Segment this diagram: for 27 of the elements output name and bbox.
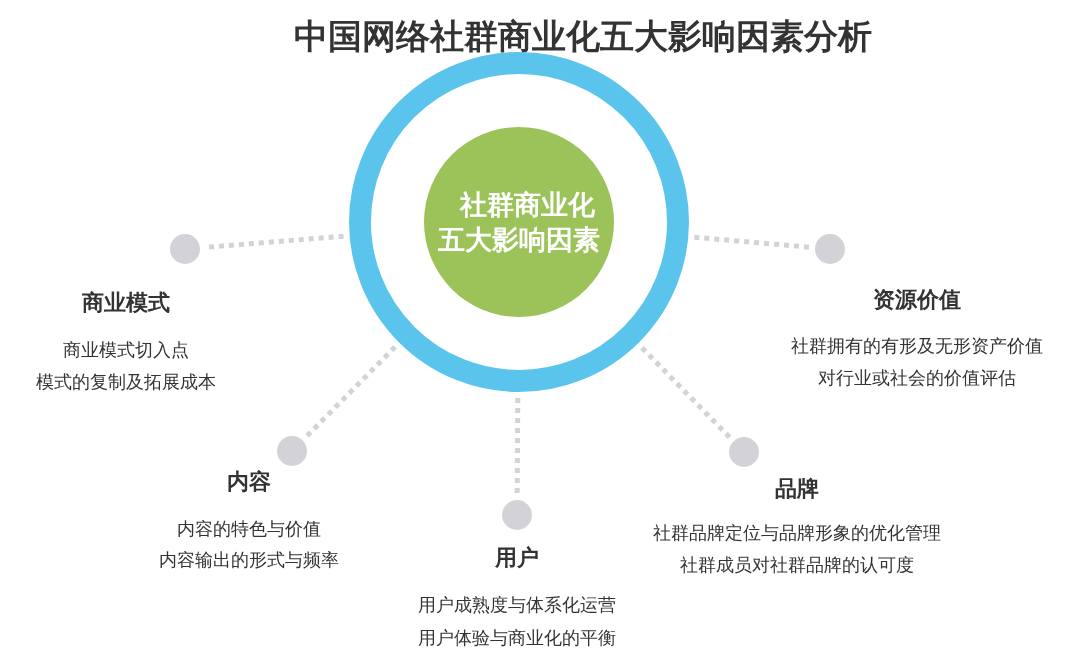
dotted-connector — [640, 346, 733, 441]
factor-heading: 品牌 — [775, 475, 819, 503]
title: 中国网络社群商业化五大影响因素分析 — [293, 15, 873, 58]
dot-circle — [815, 234, 845, 264]
factor-detail: 社群拥有的有形及无形资产价值 — [791, 334, 1043, 358]
dot-circle — [729, 437, 759, 467]
factor-detail: 用户成熟度与体系化运营 — [418, 593, 616, 617]
hub-label: 社群商业化五大影响因素 — [438, 187, 600, 257]
hub-circle — [349, 52, 689, 392]
factor-detail: 模式的复制及拓展成本 — [36, 370, 216, 394]
factor-heading: 内容 — [227, 468, 271, 496]
factor-detail: 社群品牌定位与品牌形象的优化管理 — [653, 521, 941, 545]
dot-circle — [170, 234, 200, 264]
dot-circle — [277, 436, 307, 466]
dotted-connector — [694, 234, 812, 250]
factor-detail: 内容输出的形式与频率 — [159, 548, 339, 572]
factor-detail: 商业模式切入点 — [63, 338, 189, 362]
factor-heading: 用户 — [495, 544, 539, 572]
factor-detail: 内容的特色与价值 — [177, 517, 321, 541]
factor-heading: 资源价值 — [873, 286, 961, 314]
factor-detail: 社群成员对社群品牌的认可度 — [680, 553, 914, 577]
dotted-connector — [303, 345, 397, 440]
factor-detail: 用户体验与商业化的平衡 — [418, 626, 616, 650]
dot-circle — [502, 500, 532, 530]
factor-detail: 对行业或社会的价值评估 — [818, 366, 1016, 390]
dotted-connector — [514, 398, 521, 496]
factor-heading: 商业模式 — [82, 289, 170, 317]
